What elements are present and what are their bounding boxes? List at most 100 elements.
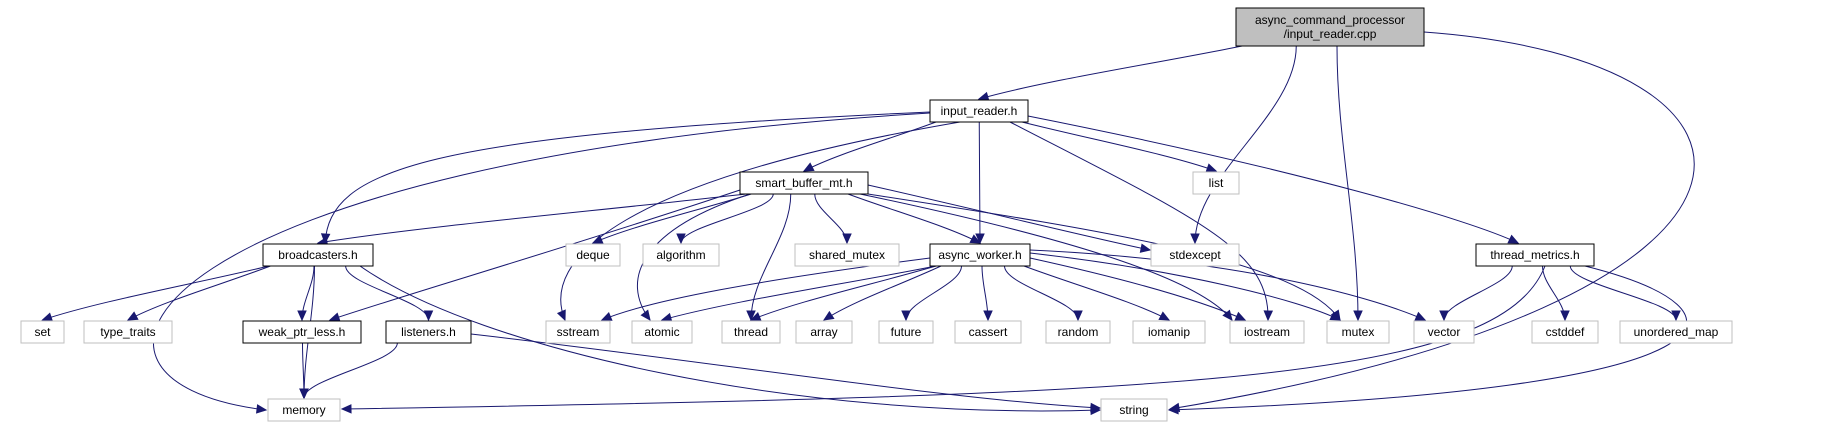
edge-arrowhead <box>126 311 139 321</box>
edge-arrowhead <box>1205 163 1218 173</box>
node-mutex: mutex <box>1326 320 1390 344</box>
edge-smart_buffer-to-thread <box>746 193 792 322</box>
edge-arrowhead <box>556 309 566 322</box>
node-box <box>1100 398 1168 422</box>
node-box <box>1045 320 1111 344</box>
edge-line <box>803 121 937 172</box>
edge-listeners-to-string <box>470 333 1102 413</box>
edge-arrowhead <box>802 162 815 172</box>
node-root[interactable]: async_command_processor/input_reader.cpp <box>1235 7 1425 47</box>
edge-line <box>661 265 937 321</box>
node-box <box>565 243 621 267</box>
node-set: set <box>20 320 65 344</box>
edge-arrowhead <box>255 404 268 414</box>
edge-root-to-mutex <box>1336 45 1363 322</box>
node-label: algorithm <box>656 248 705 262</box>
node-box <box>929 99 1029 123</box>
node-layer: async_command_processor/input_reader.cpp… <box>20 7 1733 422</box>
node-label: vector <box>1428 325 1461 339</box>
node-label: smart_buffer_mt.h <box>755 176 852 190</box>
edge-layer <box>41 31 1695 416</box>
edge-arrowhead <box>1234 311 1247 321</box>
edge-line <box>324 111 931 244</box>
node-label: iomanip <box>1148 325 1190 339</box>
edge-arrowhead <box>983 310 993 322</box>
node-listeners[interactable]: listeners.h <box>385 320 472 344</box>
edge-thread_metrics-to-cstddef <box>1542 265 1570 322</box>
edge-arrowhead <box>1560 310 1570 322</box>
node-iostream: iostream <box>1229 320 1305 344</box>
edge-arrowhead <box>1507 234 1520 244</box>
edge-line <box>470 333 1101 409</box>
node-box <box>1235 7 1425 47</box>
node-label: listeners.h <box>401 325 456 339</box>
node-box <box>545 320 611 344</box>
node-memory: memory <box>267 398 341 422</box>
edge-line <box>1169 31 1695 410</box>
edge-thread_metrics-to-memory <box>340 265 1546 414</box>
edge-arrowhead <box>328 312 341 322</box>
edge-broadcasters-to-set <box>41 265 270 322</box>
node-broadcasters[interactable]: broadcasters.h <box>262 243 374 267</box>
edge-line <box>127 265 271 321</box>
edge-line <box>750 265 937 321</box>
edge-input_reader-to-iostream <box>1009 121 1274 322</box>
node-algorithm: algorithm <box>642 243 720 267</box>
edge-arrowhead <box>1158 311 1171 321</box>
node-box <box>20 320 65 344</box>
node-label: unordered_map <box>1634 325 1719 339</box>
edge-line <box>329 189 741 321</box>
edge-broadcasters-to-weak_ptr_less <box>297 265 315 322</box>
node-box <box>267 398 341 422</box>
edge-smart_buffer-to-shared_mutex <box>814 193 852 245</box>
edge-async_worker-to-array <box>822 265 942 321</box>
node-box <box>242 320 362 344</box>
edge-arrowhead <box>1439 310 1449 322</box>
edge-line <box>601 257 931 321</box>
node-thread-metrics[interactable]: thread_metrics.h <box>1475 243 1595 267</box>
edge-arrowhead <box>842 233 852 245</box>
edge-arrowhead <box>600 311 613 321</box>
node-async-worker[interactable]: async_worker.h <box>929 243 1031 267</box>
node-box <box>1132 320 1206 344</box>
edge-input_reader-to-async_worker <box>975 121 985 245</box>
node-label: deque <box>576 248 610 262</box>
edge-arrowhead <box>660 312 673 323</box>
node-label: string <box>1119 403 1148 417</box>
node-label: mutex <box>1342 325 1375 339</box>
edge-line <box>1569 265 1677 321</box>
edge-line <box>823 265 942 321</box>
edge-async_worker-to-sstream <box>600 257 931 321</box>
edge-arrowhead <box>41 312 54 322</box>
node-box <box>1475 243 1595 267</box>
edge-arrowhead <box>1414 311 1427 321</box>
edge-line <box>592 193 752 244</box>
edge-async_worker-to-random <box>1004 265 1083 322</box>
node-label: future <box>891 325 922 339</box>
node-box <box>1150 243 1240 267</box>
node-atomic: atomic <box>631 320 693 344</box>
node-weak-ptr-less[interactable]: weak_ptr_less.h <box>242 320 362 344</box>
edge-arrowhead <box>297 310 307 322</box>
edge-arrowhead <box>1671 310 1681 322</box>
node-smart-buffer[interactable]: smart_buffer_mt.h <box>739 171 869 195</box>
edge-thread_metrics-to-vector <box>1439 265 1513 322</box>
node-future: future <box>878 320 934 344</box>
edge-arrowhead <box>1329 311 1342 321</box>
edge-line <box>978 121 981 244</box>
edge-arrowhead <box>640 309 651 321</box>
edge-arrowhead <box>749 311 762 321</box>
edge-arrowhead <box>340 404 352 414</box>
edge-async_worker-to-cassert <box>981 265 993 322</box>
edge-input_reader-to-sstream <box>556 121 961 322</box>
node-label: type_traits <box>100 325 155 339</box>
node-box <box>929 243 1031 267</box>
edge-arrowhead <box>1190 233 1200 245</box>
edge-line <box>1021 121 1217 172</box>
edge-arrowhead <box>1353 310 1363 322</box>
edge-smart_buffer-to-algorithm <box>676 193 774 245</box>
edge-arrowhead <box>975 233 985 245</box>
node-input-reader[interactable]: input_reader.h <box>929 99 1029 123</box>
edge-async_worker-to-vector <box>1029 249 1427 321</box>
edge-line <box>1027 115 1519 244</box>
